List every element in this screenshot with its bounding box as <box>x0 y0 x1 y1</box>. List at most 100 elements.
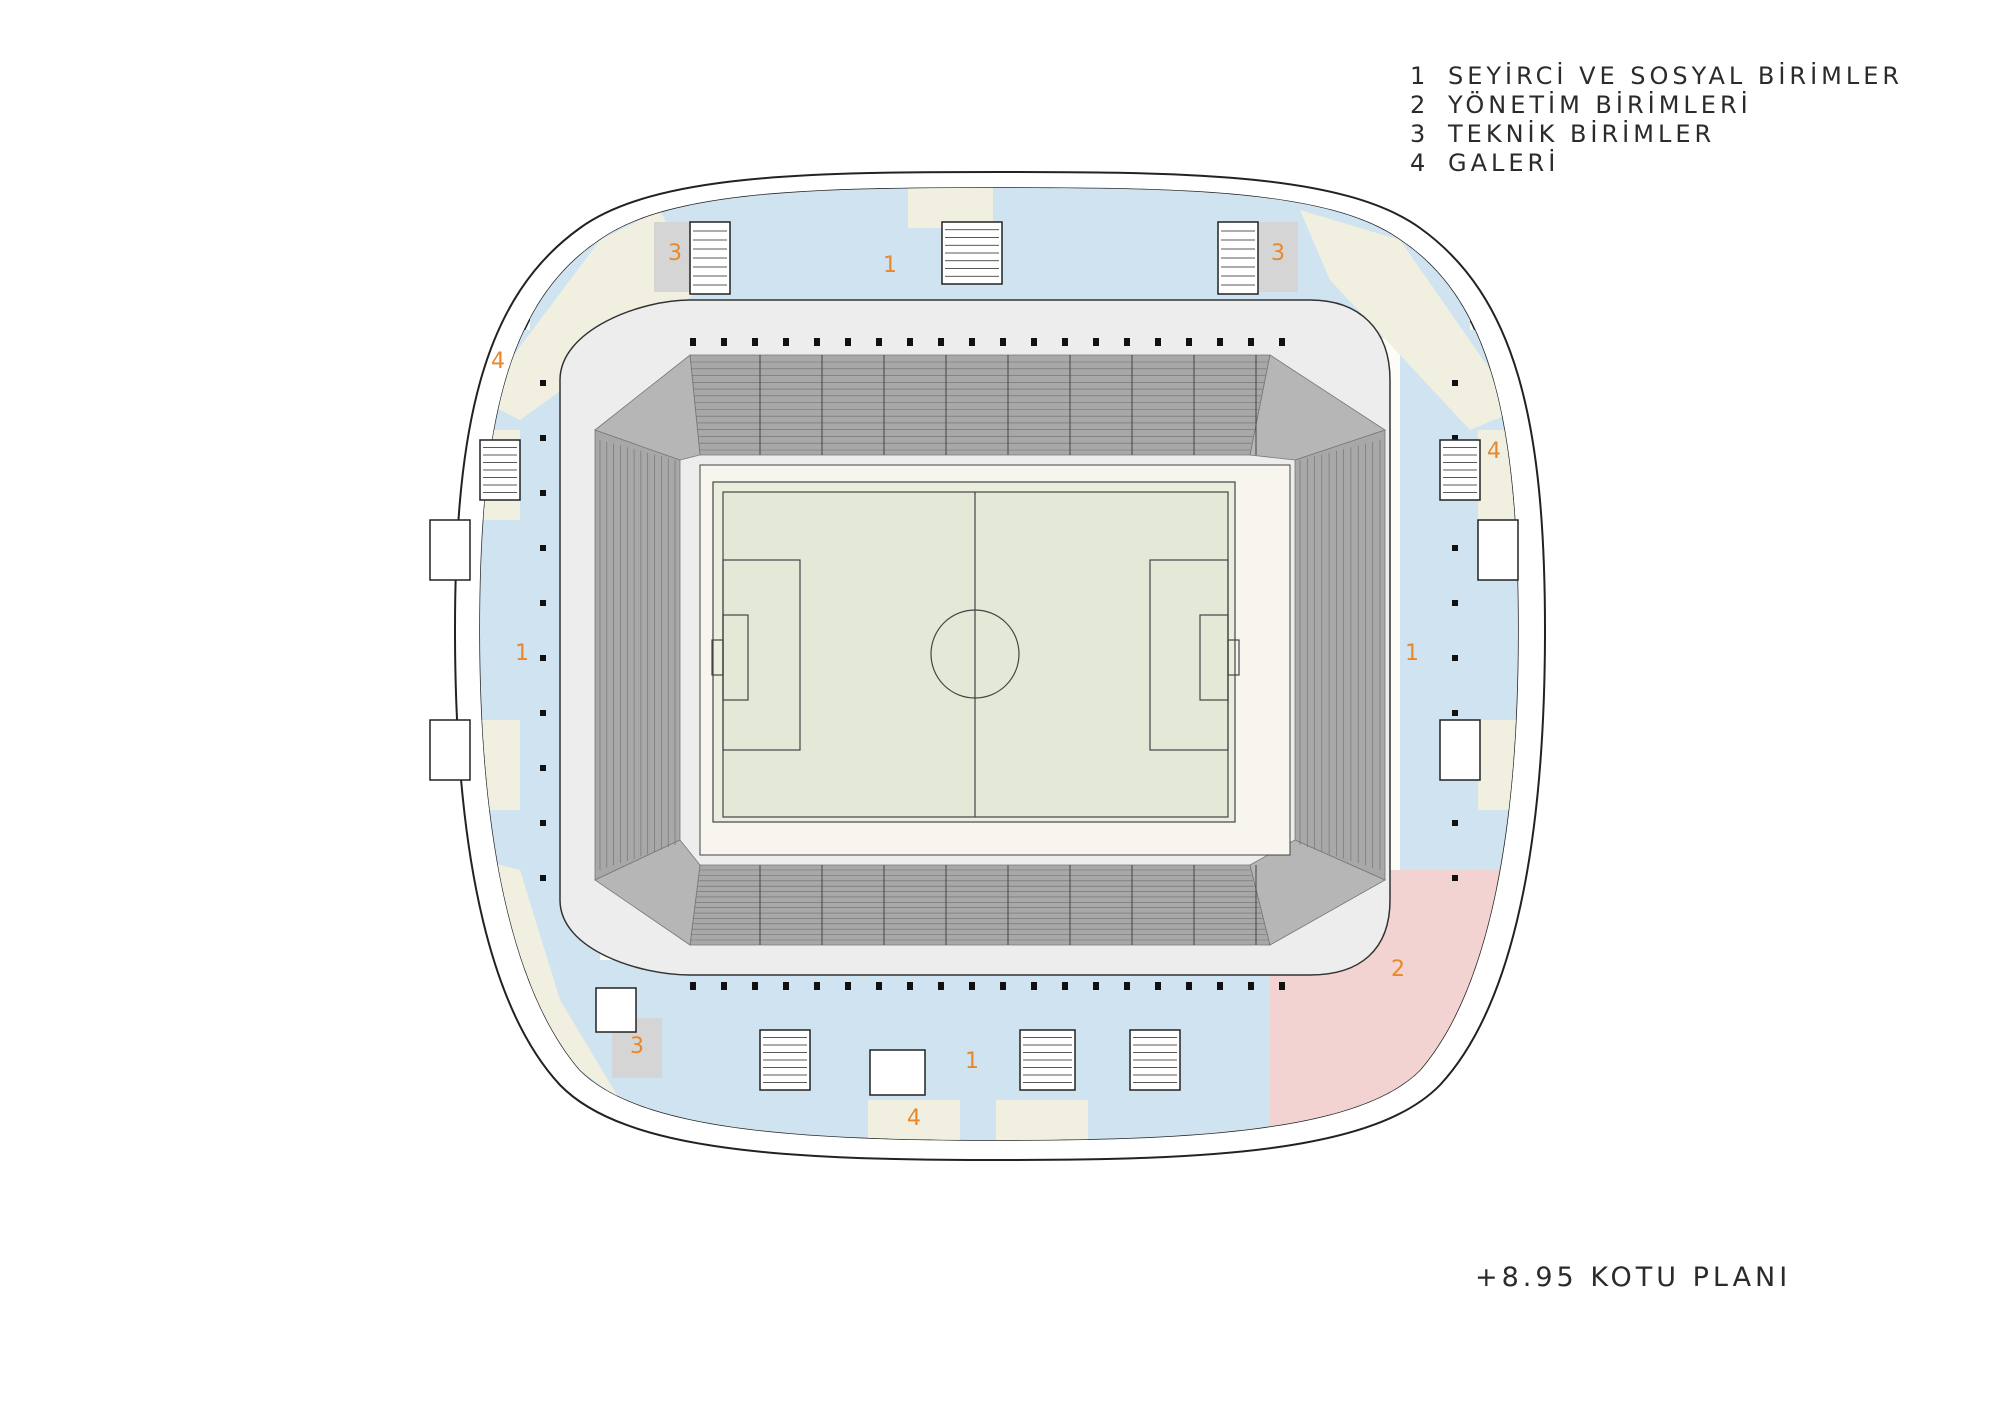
nw-corner-stand <box>594 354 701 461</box>
east-stand <box>1294 429 1386 881</box>
plan-title: +8.95 KOTU PLANI <box>1475 1262 1792 1293</box>
se-corner-stand <box>1249 839 1386 946</box>
legend-item-2: 2 YÖNETİM BİRİMLERİ <box>1410 91 1903 120</box>
zone-label-4-south: 4 <box>907 1106 921 1131</box>
column <box>1062 982 1068 990</box>
column <box>876 338 882 346</box>
column <box>1000 982 1006 990</box>
column <box>1000 338 1006 346</box>
zone-label-3-nw: 3 <box>668 241 682 266</box>
zone-label-1-south: 1 <box>965 1049 979 1074</box>
legend-label: YÖNETİM BİRİMLERİ <box>1448 91 1752 119</box>
column <box>1186 338 1192 346</box>
column <box>540 435 546 441</box>
column <box>1279 338 1285 346</box>
gallery-zone-west-2 <box>480 720 520 810</box>
core-south-2 <box>869 1049 926 1096</box>
column <box>752 338 758 346</box>
legend-item-4: 4 GALERİ <box>1410 149 1903 178</box>
ne-corner-stand <box>1249 354 1386 461</box>
zone-label-3-sw: 3 <box>630 1034 644 1059</box>
column <box>1452 820 1458 826</box>
seating-bowl <box>594 354 1386 946</box>
column <box>540 600 546 606</box>
column <box>690 338 696 346</box>
column <box>938 338 944 346</box>
technical-zone-ne <box>1258 222 1298 292</box>
centre-circle <box>930 609 1020 699</box>
technical-zone-nw <box>654 222 694 292</box>
sw-corner-stand <box>594 839 701 946</box>
legend-number: 1 <box>1410 62 1430 90</box>
column <box>969 982 975 990</box>
column <box>1452 875 1458 881</box>
column <box>721 982 727 990</box>
legend-label: TEKNİK BİRİMLER <box>1448 120 1716 148</box>
zone-label-3-ne: 3 <box>1271 241 1285 266</box>
zone-label-1-north: 1 <box>883 253 897 278</box>
column <box>1124 982 1130 990</box>
column <box>1155 982 1161 990</box>
column <box>938 982 944 990</box>
column <box>845 982 851 990</box>
core-west-2 <box>429 519 471 581</box>
west-stand <box>594 429 681 881</box>
column <box>1452 545 1458 551</box>
zone-label-1-east: 1 <box>1405 641 1419 666</box>
column <box>969 338 975 346</box>
column <box>1452 710 1458 716</box>
column <box>1031 982 1037 990</box>
column <box>1452 380 1458 386</box>
column <box>1124 338 1130 346</box>
core-east-2 <box>1477 519 1519 581</box>
gallery-zone-south-2 <box>996 1100 1088 1140</box>
legend: 1 SEYİRCİ VE SOSYAL BİRİMLER 2 YÖNETİM B… <box>1410 62 1903 178</box>
column <box>814 982 820 990</box>
south-stand <box>689 864 1271 946</box>
column <box>690 982 696 990</box>
legend-label: SEYİRCİ VE SOSYAL BİRİMLER <box>1448 62 1904 90</box>
legend-label: GALERİ <box>1448 149 1560 177</box>
column <box>1186 982 1192 990</box>
column <box>814 338 820 346</box>
stair-hatching <box>483 229 1477 1083</box>
column <box>1093 338 1099 346</box>
legend-number: 4 <box>1410 149 1430 177</box>
gallery-zone-south-mid <box>868 1100 960 1140</box>
column <box>845 338 851 346</box>
column <box>1062 338 1068 346</box>
column <box>540 710 546 716</box>
core-sw <box>595 987 637 1033</box>
column <box>907 338 913 346</box>
column <box>540 765 546 771</box>
column <box>1155 338 1161 346</box>
goal-right <box>1227 639 1240 676</box>
core-east-3 <box>1439 719 1481 781</box>
column <box>540 545 546 551</box>
column <box>540 490 546 496</box>
column <box>540 655 546 661</box>
zone-label-2: 2 <box>1391 957 1405 982</box>
column <box>1093 982 1099 990</box>
column <box>783 338 789 346</box>
goal-left <box>711 639 724 676</box>
column <box>1248 338 1254 346</box>
column <box>1217 982 1223 990</box>
seat-rows <box>599 355 1381 945</box>
column <box>876 982 882 990</box>
column <box>1452 435 1458 441</box>
zone-label-4-west: 4 <box>491 349 505 374</box>
zone-label-1-west: 1 <box>515 641 529 666</box>
core-west-3 <box>429 719 471 781</box>
gallery-zone-east-2 <box>1478 720 1518 810</box>
column <box>540 380 546 386</box>
gallery-zone-ne <box>1300 210 1518 430</box>
column <box>1031 338 1037 346</box>
column <box>752 982 758 990</box>
gallery-zone-nw <box>480 210 700 420</box>
column <box>907 982 913 990</box>
gallery-zone-sw <box>480 860 620 1100</box>
legend-number: 3 <box>1410 120 1430 148</box>
football-pitch <box>711 481 1240 823</box>
